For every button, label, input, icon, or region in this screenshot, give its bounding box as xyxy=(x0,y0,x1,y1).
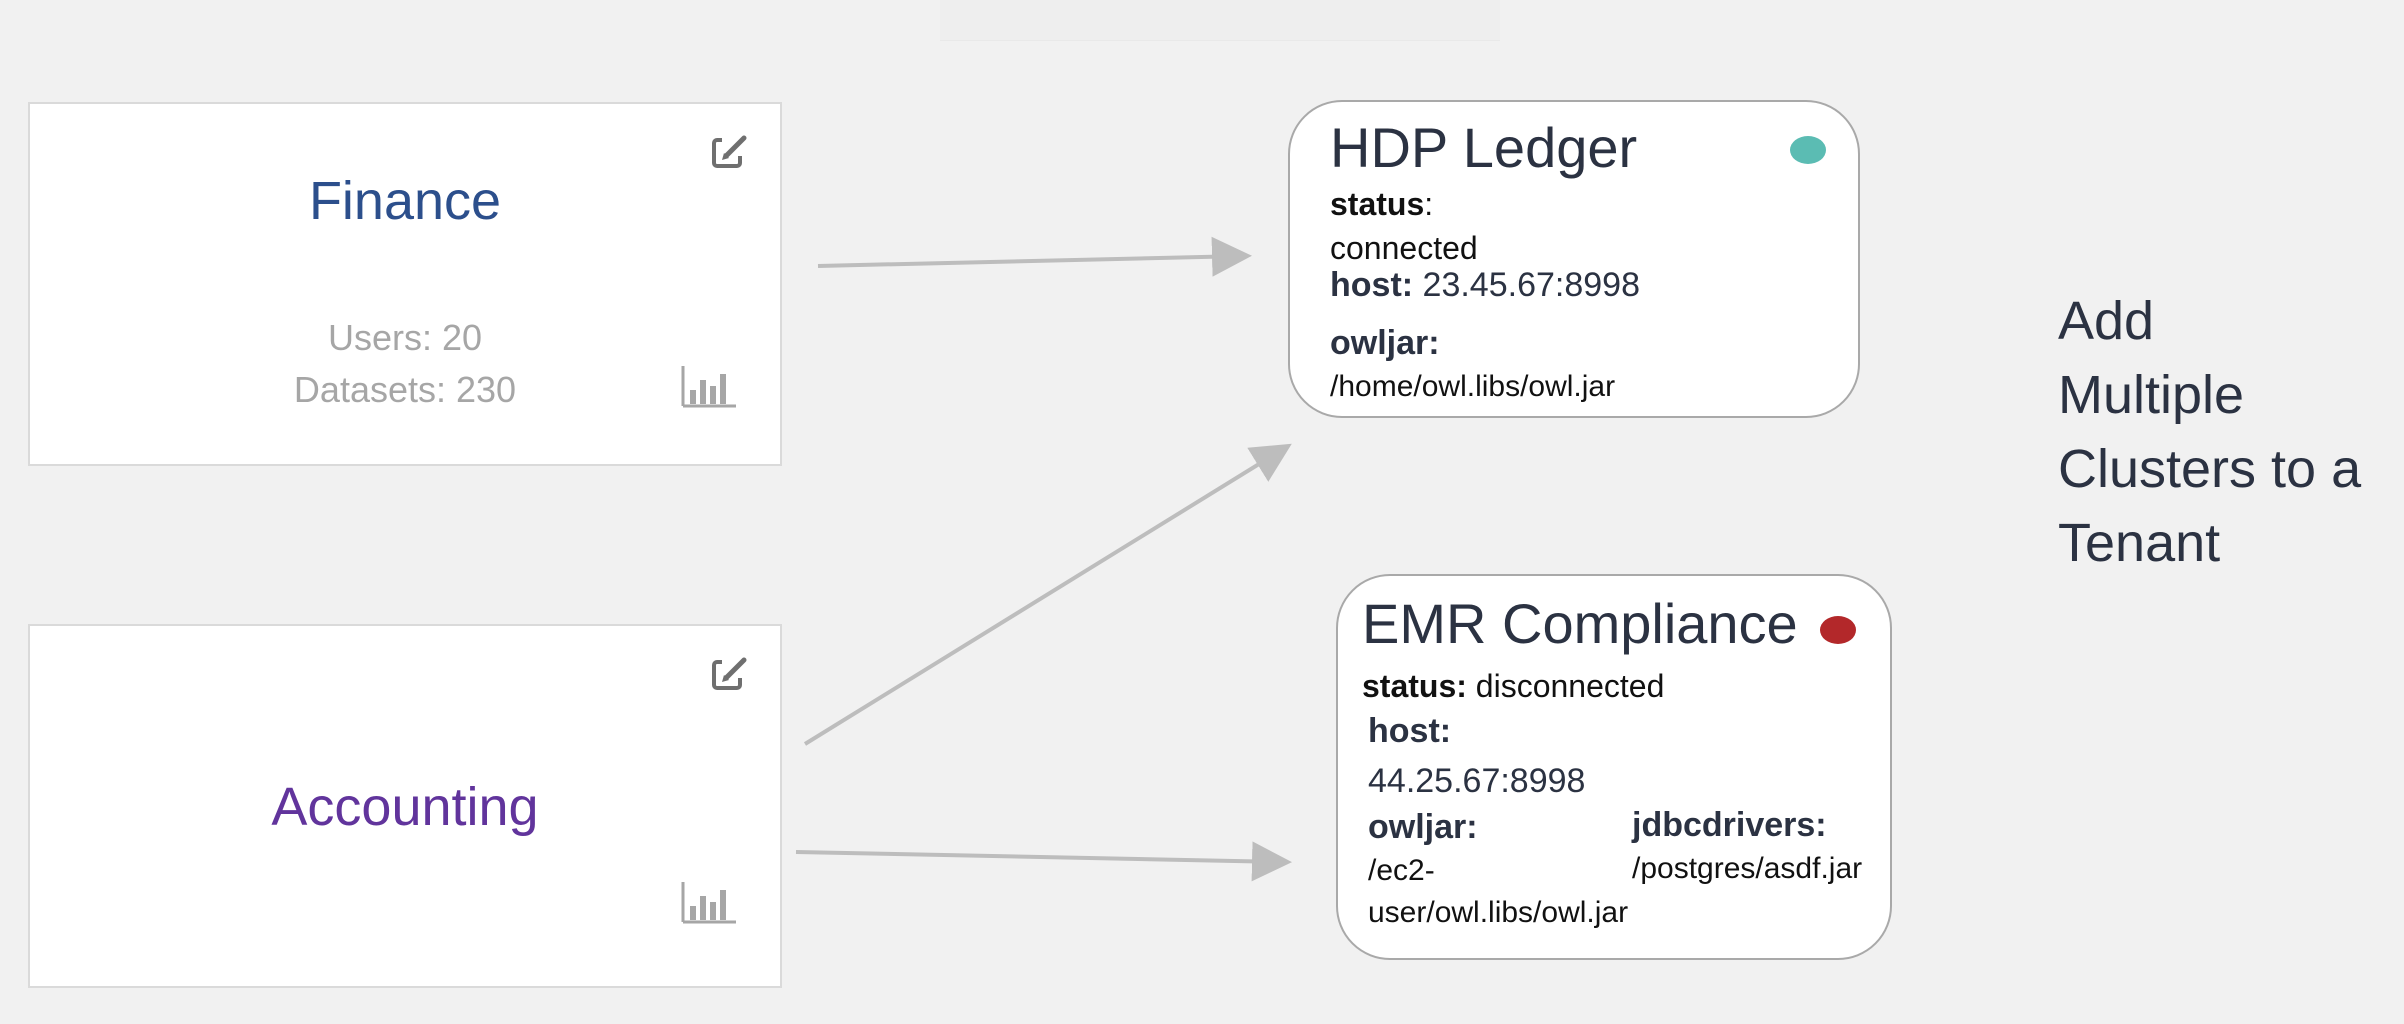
callout-text: Add Multiple Clusters to a Tenant xyxy=(2058,284,2361,580)
tenant-name: Finance xyxy=(308,171,502,231)
arrow-accounting-to-hdp xyxy=(803,443,1292,746)
cluster-title: HDP Ledger xyxy=(1330,116,1638,179)
host-label: host: xyxy=(1368,712,1452,750)
edit-icon[interactable] xyxy=(710,654,750,694)
callout-line: Tenant xyxy=(2058,513,2221,573)
host-value: 44.25.67:8998 xyxy=(1368,762,1586,800)
cluster-card-hdp-ledger[interactable]: HDP Ledger status: connected host: 23.45… xyxy=(1288,100,1860,418)
status-field: status: disconnected xyxy=(1362,670,1664,702)
tenant-name: Accounting xyxy=(271,777,539,837)
owljar-value-line1: /ec2- xyxy=(1368,854,1435,887)
datasets-count: Datasets: 230 xyxy=(293,369,517,410)
owljar-value: /home/owl.libs/owl.jar xyxy=(1330,370,1616,403)
owljar-label: owljar: xyxy=(1330,324,1440,362)
callout-line: Clusters to a xyxy=(2058,439,2362,499)
bar-chart-icon[interactable] xyxy=(680,366,736,408)
host-field: host: 23.45.67:8998 xyxy=(1330,268,1640,302)
edit-icon[interactable] xyxy=(710,132,750,172)
tenant-card-finance[interactable]: Finance Users: 20 Datasets: 230 xyxy=(28,102,782,466)
status-colon: : xyxy=(1424,186,1434,222)
host-value: 23.45.67:8998 xyxy=(1422,266,1640,304)
status-indicator xyxy=(1820,616,1856,644)
status-value: disconnected xyxy=(1475,668,1665,704)
status-value: connected xyxy=(1330,230,1478,266)
tenant-stats: Users: 20 Datasets: 230 xyxy=(30,312,780,416)
status-indicator xyxy=(1790,136,1826,164)
owljar-value-line2: user/owl.libs/owl.jar xyxy=(1368,896,1629,929)
jdbcdrivers-label: jdbcdrivers: xyxy=(1632,806,1827,844)
status-field: status: xyxy=(1330,188,1433,220)
owljar-label: owljar: xyxy=(1368,808,1478,846)
cluster-title: EMR Compliance xyxy=(1362,592,1798,655)
callout-line: Add xyxy=(2058,291,2155,351)
tenant-card-accounting[interactable]: Accounting xyxy=(28,624,782,988)
jdbcdrivers-value: /postgres/asdf.jar xyxy=(1632,852,1863,885)
arrow-accounting-to-emr xyxy=(795,841,1292,882)
bar-chart-icon[interactable] xyxy=(680,882,736,924)
top-bar xyxy=(940,0,1500,41)
callout-line: Multiple xyxy=(2058,365,2245,425)
status-label: status xyxy=(1330,186,1425,222)
cluster-card-emr-compliance[interactable]: EMR Compliance status: disconnected host… xyxy=(1336,574,1892,960)
status-label: status: xyxy=(1362,668,1467,704)
users-count: Users: 20 xyxy=(327,317,483,358)
arrow-finance-to-hdp xyxy=(817,236,1252,277)
host-label: host: xyxy=(1330,266,1414,304)
